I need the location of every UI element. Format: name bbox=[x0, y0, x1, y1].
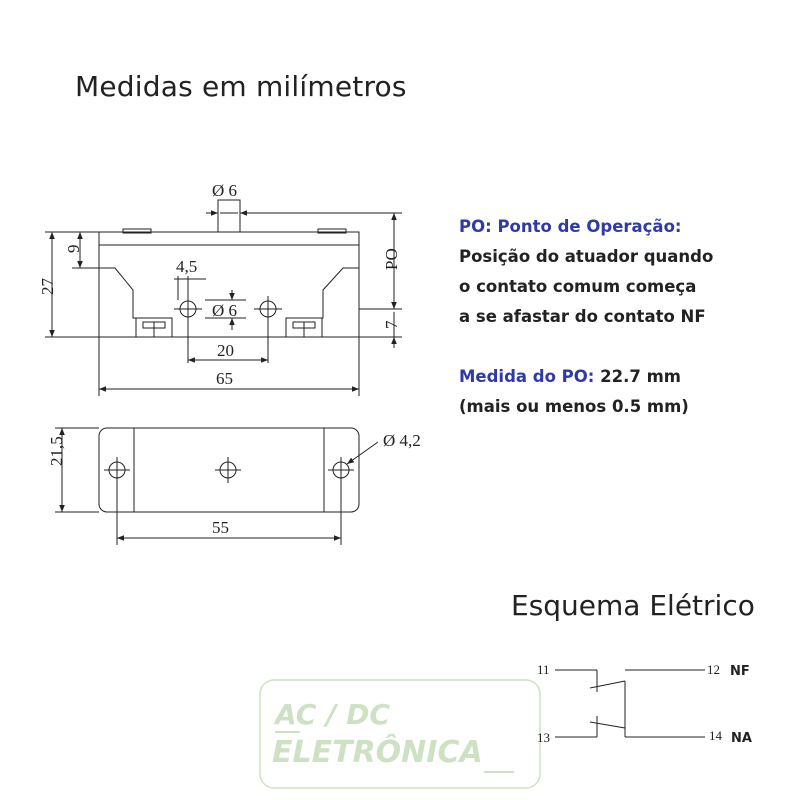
dim-actuator-diameter: Ø 6 bbox=[212, 181, 237, 200]
dim-top-height: 9 bbox=[64, 245, 83, 254]
dim-bottom-height: 7 bbox=[382, 320, 401, 329]
svg-text:ELETRÔNICA: ELETRÔNICA bbox=[272, 733, 483, 770]
logo-watermark: AC / DC ELETRÔNICA bbox=[259, 679, 541, 789]
po-measure-tolerance: (mais ou menos 0.5 mm) bbox=[459, 397, 689, 416]
schematic-diagram bbox=[555, 669, 705, 738]
po-measure: Medida do PO: 22.7 mm (mais ou menos 0.5… bbox=[459, 362, 689, 422]
po-measure-label: Medida do PO: bbox=[459, 367, 595, 386]
schematic-title: Esquema Elétrico bbox=[511, 589, 755, 622]
po-label: PO: Ponto de Operação: bbox=[459, 217, 682, 236]
po-line-3: a se afastar do contato NF bbox=[459, 307, 706, 326]
contact-na-label: NA bbox=[731, 731, 752, 746]
dim-mount-hole-spacing: 55 bbox=[212, 518, 229, 537]
dim-hole-spacing: 20 bbox=[217, 341, 234, 360]
po-line-1: Posição do atuador quando bbox=[459, 247, 714, 266]
po-line-2: o contato comum começa bbox=[459, 277, 697, 296]
dim-mount-hole-diameter: Ø 4,2 bbox=[383, 431, 421, 450]
dim-total-height: 27 bbox=[38, 278, 57, 296]
pin-11-label: 11 bbox=[537, 662, 550, 677]
bottom-view-dimensions bbox=[55, 427, 379, 545]
svg-text:AC / DC: AC / DC bbox=[273, 698, 390, 731]
dim-hole-diameter: Ø 6 bbox=[212, 301, 237, 320]
po-description: PO: Ponto de Operação: Posição do atuado… bbox=[459, 212, 713, 332]
pin-14-label: 14 bbox=[709, 728, 723, 743]
front-view-dimensions bbox=[45, 210, 402, 396]
dim-po: PO bbox=[382, 248, 401, 270]
dim-hole-offset: 4,5 bbox=[176, 257, 197, 276]
bottom-view-outline bbox=[98, 427, 360, 513]
dim-bottom-height: 21,5 bbox=[47, 436, 66, 466]
dim-total-width: 65 bbox=[216, 369, 233, 388]
pin-13-label: 13 bbox=[537, 730, 550, 745]
po-measure-value: 22.7 mm bbox=[600, 367, 681, 386]
page-title: Medidas em milímetros bbox=[75, 70, 407, 103]
pin-12-label: 12 bbox=[707, 662, 720, 677]
front-view-outline bbox=[98, 199, 360, 363]
contact-nf-label: NF bbox=[730, 664, 750, 679]
